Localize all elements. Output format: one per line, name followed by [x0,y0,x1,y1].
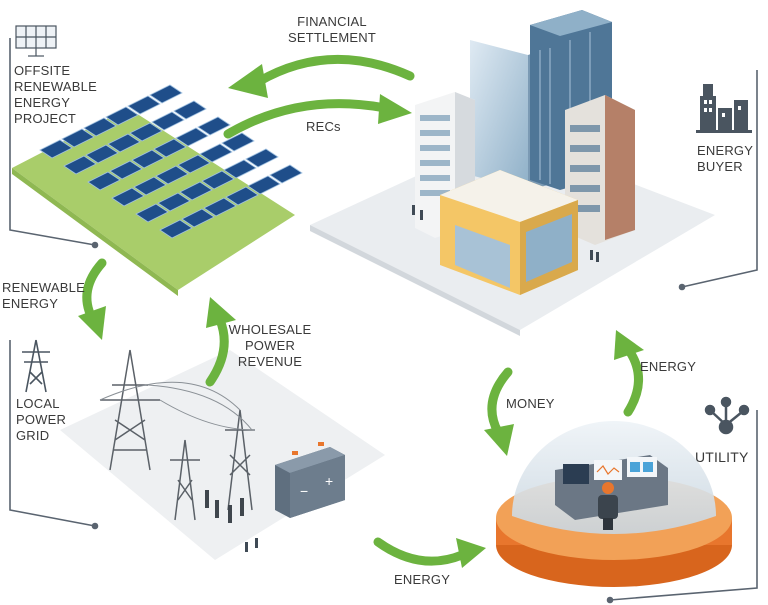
label-line: ENERGY [697,143,754,158]
label-utility: UTILITY [695,448,749,466]
solar-panel [151,111,185,131]
solar-panel [203,197,237,217]
label-line: RENEWABLE [2,280,85,295]
solar-panel [105,106,139,126]
label-money: MONEY [506,396,555,411]
label-local-power-grid: LOCAL POWER GRID [16,396,66,444]
label-line: ENERGY [2,296,59,311]
solar-panel [85,144,119,164]
solar-panel [157,192,191,212]
bracket-offsite [9,38,96,246]
label-line: REVENUE [237,354,303,369]
solar-panel [173,100,207,120]
label-recs: RECs [306,119,341,134]
arrow-renewable-energy [78,258,107,340]
solar-panel [225,186,259,206]
solar-panel [247,175,281,195]
label-energy-buyer: ENERGY BUYER [697,143,753,175]
solar-panel [199,143,233,163]
office-buildings-icon [696,84,752,133]
label-line: WHOLESALE [228,322,312,337]
energy-buyer-campus [310,10,715,336]
solar-panel [223,159,257,179]
corner-brackets [9,38,758,604]
solar-panel [181,208,215,228]
solar-panel [221,132,255,152]
solar-panel [149,84,183,104]
label-energy-to-buyer: ENERGY [640,359,697,374]
solar-panel [201,170,235,190]
label-line: RENEWABLE [14,79,97,94]
battery-storage: + − [275,442,345,518]
solar-panel [155,165,189,185]
solar-panel [107,133,141,153]
solar-panel [127,95,161,115]
solar-farm [12,108,295,296]
bracket-buyer [681,70,758,288]
arrow-energy-to-utility [373,537,486,568]
solar-panel [83,117,117,137]
solar-panel [61,128,95,148]
solar-panel [111,187,145,207]
arrow-financial-settlement [228,54,415,98]
label-line: OFFSITE [14,63,71,78]
solar-panel [39,139,73,159]
solar-panel [135,203,169,223]
solar-panel-array [39,84,303,239]
bracket-utility [609,410,758,601]
network-node-icon [704,396,750,435]
label-line: ENERGY [14,95,71,110]
solar-panel [245,148,279,168]
label-line: FINANCIAL [297,14,367,29]
solar-panel [129,122,163,142]
label-line: POWER [244,338,296,353]
label-renewable-energy: RENEWABLE ENERGY [2,280,85,312]
label-line: UTILITY [695,449,749,465]
label-line: LOCAL [16,396,60,411]
flow-arrows [78,54,644,568]
label-line: GRID [16,428,50,443]
label-line: BUYER [697,159,743,174]
label-wholesale-power-revenue: WHOLESALE POWER REVENUE [222,322,318,370]
power-grid [60,349,385,560]
solar-panel-icon [15,25,57,57]
arrow-energy-to-buyer [614,330,644,417]
solar-panel [133,176,167,196]
solar-panel [269,164,303,184]
solar-panel [159,219,193,239]
utility-control-dome [496,421,732,587]
solar-panel [131,149,165,169]
bracket-grid [9,340,96,527]
label-financial-settlement: FINANCIAL SETTLEMENT [272,14,392,46]
solar-panel [109,160,143,180]
svg-text:−: − [300,483,308,499]
solar-panel [153,138,187,158]
solar-panel [179,181,213,201]
label-energy-to-utility: ENERGY [394,572,451,587]
label-line: SETTLEMENT [288,30,376,45]
solar-panel [63,155,97,175]
solar-panel [177,154,211,174]
solar-panel [175,127,209,147]
arrow-wholesale-revenue [205,297,236,387]
solar-panel [197,116,231,136]
solar-panel [87,171,121,191]
label-line: PROJECT [14,111,77,126]
arrow-money [484,367,514,456]
arrow-recs [223,94,412,139]
label-line: POWER [16,412,67,427]
label-offsite-project: OFFSITE RENEWABLE ENERGY PROJECT [14,63,97,127]
transmission-tower-icon [22,339,50,393]
svg-text:+: + [325,473,333,489]
